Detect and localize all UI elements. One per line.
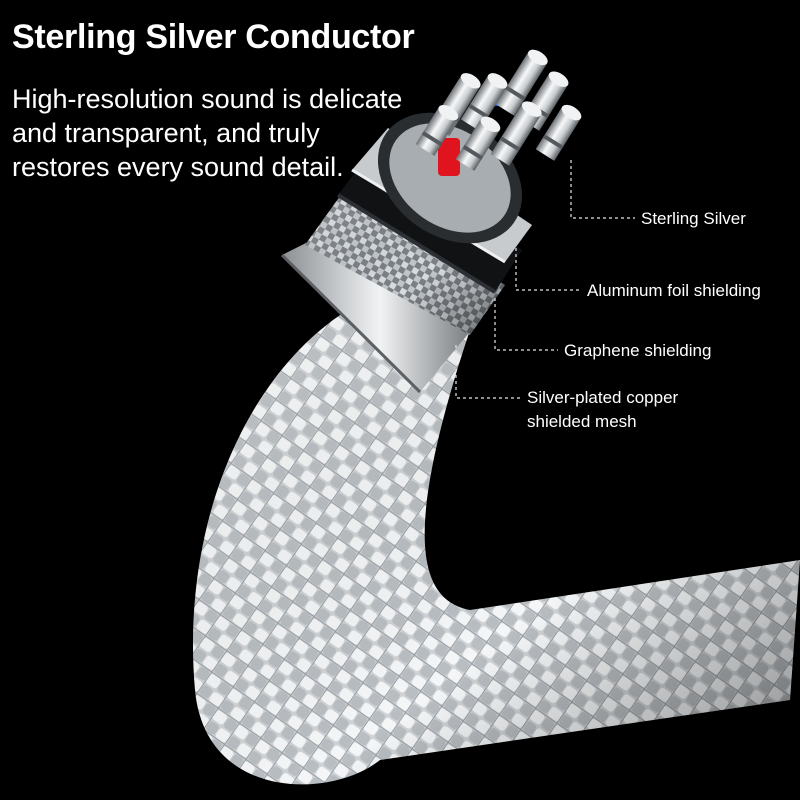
callout-leader-lines (455, 160, 635, 399)
silver-pin (535, 104, 582, 161)
callout-silver-plated-mesh: Silver-plated copper shielded mesh (527, 388, 679, 431)
description-line: High-resolution sound is delicate (12, 84, 403, 114)
silver-pin (460, 73, 508, 131)
silver-pin (415, 104, 459, 156)
description-line: restores every sound detail. (12, 152, 344, 182)
description: High-resolution sound is delicate and tr… (12, 82, 412, 184)
red-core (438, 138, 460, 176)
silver-pin (495, 49, 548, 116)
copper-mesh-layer (305, 185, 505, 335)
callout-aluminum-foil: Aluminum foil shielding (587, 281, 761, 300)
braided-cable-body (192, 300, 800, 785)
callout-sterling-silver: Sterling Silver (641, 209, 746, 228)
headline: Sterling Silver Conductor (12, 18, 415, 56)
description-line: and transparent, and truly (12, 118, 320, 148)
silver-pin (455, 116, 501, 171)
silver-pin (490, 101, 542, 166)
callout-graphene: Graphene shielding (564, 341, 712, 360)
sterling-silver-pins (415, 49, 582, 171)
cable-collar-ring (280, 220, 478, 394)
